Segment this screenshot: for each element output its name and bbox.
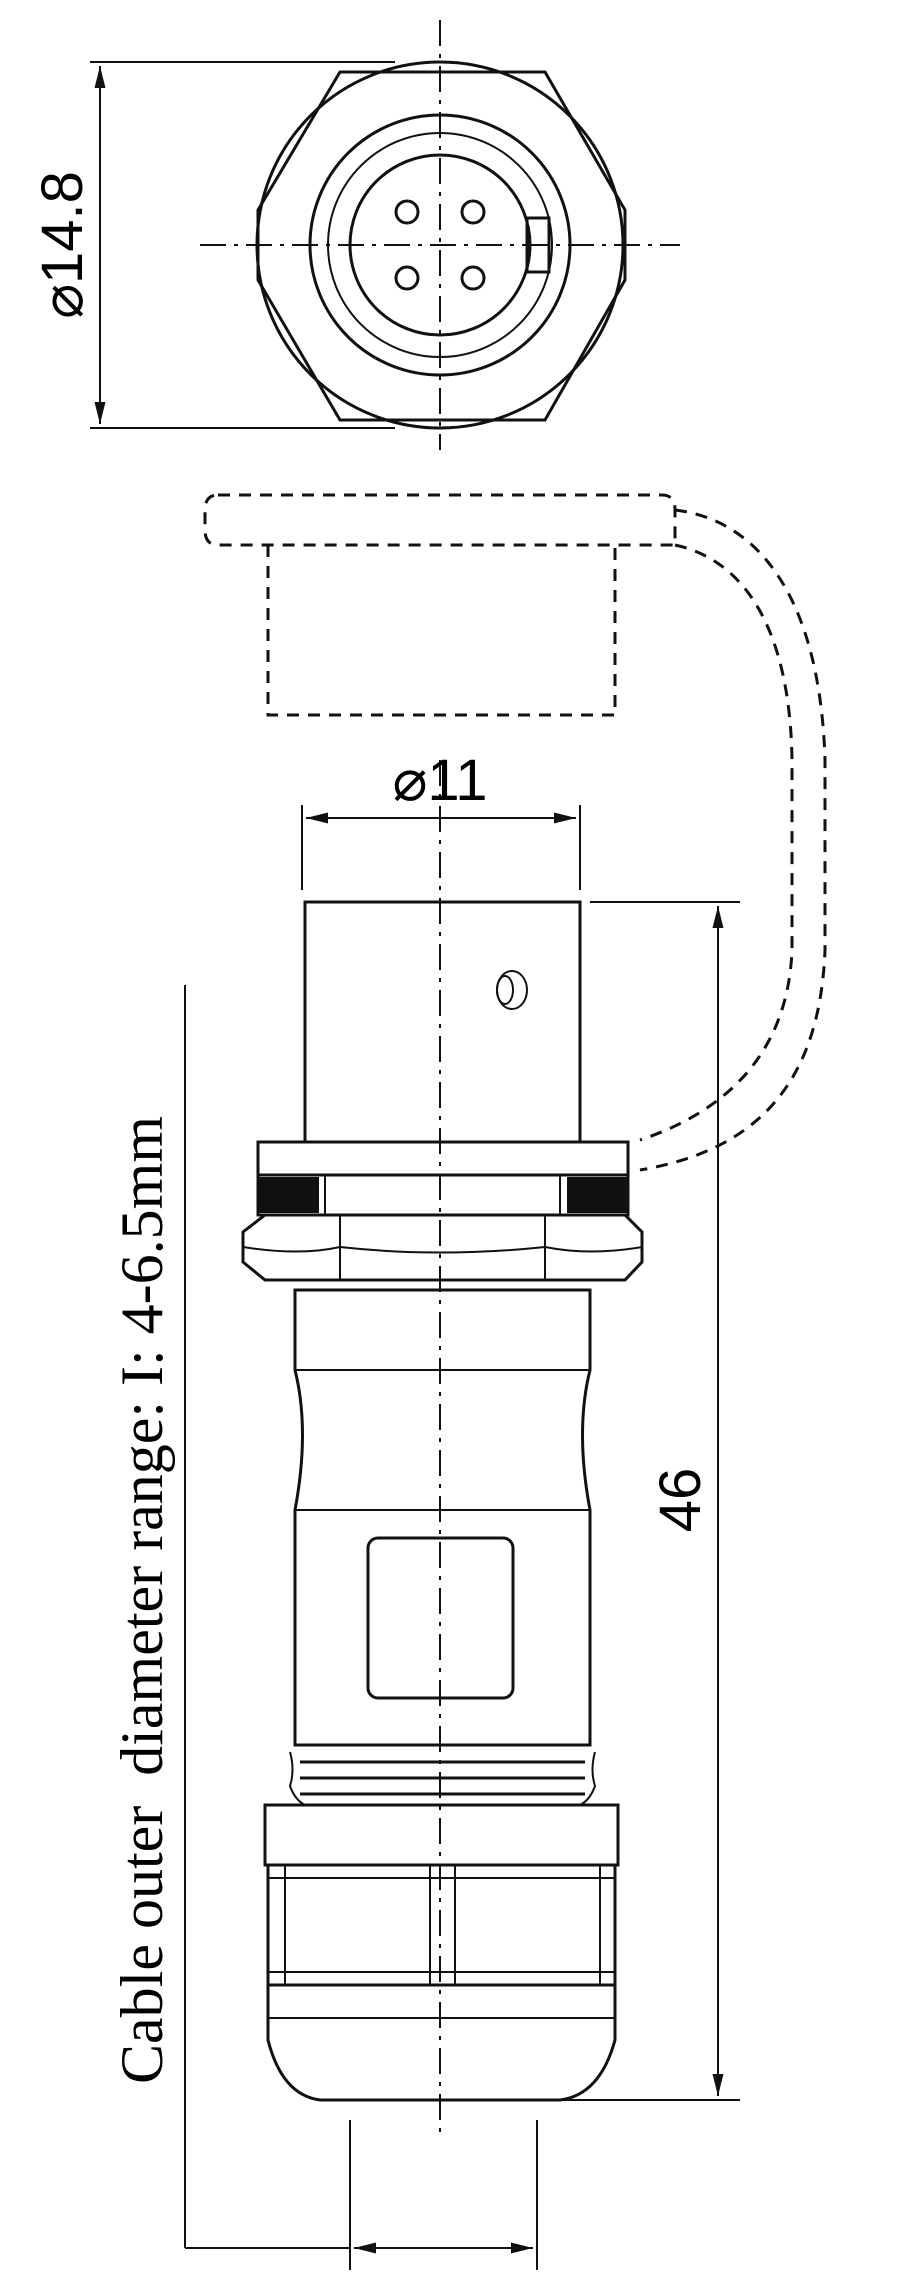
head-diameter-label: ⌀14.8	[30, 171, 95, 319]
body-window	[366, 1536, 515, 1700]
thread-edges	[288, 1751, 597, 1806]
socket-face-circle	[348, 153, 532, 337]
side-view: ⌀11 46	[109, 748, 740, 2270]
outer-flange-circle	[255, 60, 625, 430]
cable-seal-cap	[266, 1983, 617, 2102]
pin-hole-1	[394, 199, 420, 225]
inner-ring-circle	[308, 113, 572, 377]
pin-hole-3	[394, 265, 420, 291]
socket-ring-circle	[327, 132, 553, 358]
front-view: ⌀14.8	[30, 20, 680, 450]
pin-hole-2	[460, 199, 486, 225]
length-label: 46	[648, 1468, 713, 1533]
gland-nut	[266, 1863, 617, 1987]
dust-cap	[203, 493, 827, 1172]
body-diameter-label: ⌀11	[392, 748, 487, 813]
cap-flange	[203, 493, 677, 547]
cap-tether-outer	[639, 508, 827, 1172]
panel-nut-chamfer	[242, 1245, 643, 1254]
panel-nut	[241, 1213, 644, 1282]
thread-lines	[300, 1743, 585, 1796]
vent-hole-inner	[496, 975, 514, 1005]
cap-plug	[266, 545, 617, 717]
cable-range-note: Cable outer diameter range: I: 4-6.5mm	[109, 1116, 175, 2084]
cap-tether-inner	[639, 543, 794, 1142]
clamp-collar	[263, 1803, 620, 1867]
o-ring-left	[257, 1177, 319, 1213]
o-ring-right	[567, 1177, 629, 1213]
panel-flange	[256, 1140, 630, 1177]
connector-body	[293, 1288, 592, 1747]
receptacle-sleeve	[303, 900, 582, 1144]
key-notch	[525, 216, 551, 274]
pin-hole-4	[460, 265, 486, 291]
